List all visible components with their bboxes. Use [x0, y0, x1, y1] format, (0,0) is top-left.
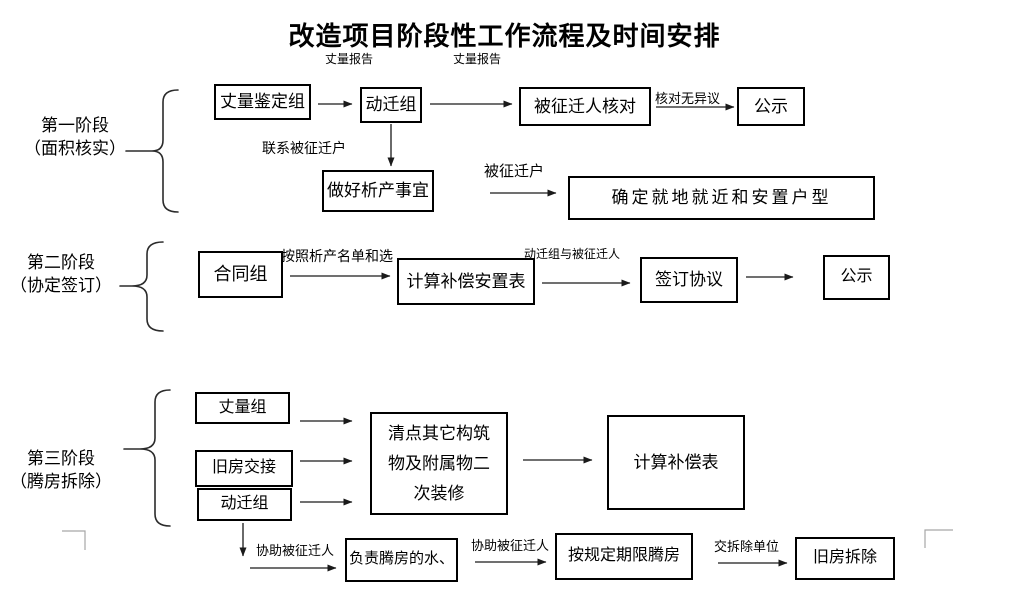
stage2-caption: 第二阶段 （协定签订） [5, 251, 117, 297]
flow-box-label: 签订协议 [655, 270, 723, 290]
flow-box-relocation-team-1: 动迁组 [360, 87, 422, 123]
stage3-name: 第三阶段 [27, 449, 95, 468]
flow-box-label: 丈量组 [218, 398, 267, 416]
label-expropriated-household: 被征迁户 [484, 164, 545, 180]
label-assist-persons-2: 协助被征迁人 [471, 538, 550, 553]
flow-box-contract-team: 合同组 [198, 251, 283, 298]
flow-box-old-house-demolition: 旧房拆除 [795, 537, 895, 580]
page-title: 改造项目阶段性工作流程及时间安排 [288, 22, 721, 51]
label-measurement-report-2: 丈量报告 [453, 52, 502, 66]
flow-box-determine-housing: 确定就地就近和安置户型 [568, 176, 875, 220]
flow-box-sign-agreement: 签订协议 [640, 257, 738, 303]
flow-box-vacate-deadline: 按规定期限腾房 [555, 533, 693, 580]
flow-box-label: 旧房交接 [211, 459, 276, 477]
flow-box-label: 做好析产事宜 [327, 181, 429, 201]
flow-box-label: 旧房拆除 [812, 549, 877, 567]
label-per-division-list: 按照析产名单和选 [281, 250, 393, 265]
label-contact-households: 联系被征迁户 [262, 142, 346, 157]
flow-box-label: 动迁组 [220, 495, 269, 513]
flow-box-property-division: 做好析产事宜 [322, 170, 434, 212]
stage2-sub: （协定签订） [10, 276, 112, 295]
stage1-caption: 第一阶段 （面积核实） [20, 114, 130, 160]
stage1-sub: （面积核实） [24, 139, 126, 158]
flow-box-label: 按规定期限腾房 [567, 547, 680, 565]
flow-box-publicity-1: 公示 [737, 87, 805, 126]
flow-box-label: 动迁组 [365, 95, 417, 115]
flow-box-old-house-handover: 旧房交接 [195, 450, 293, 487]
brace-stage3-icon [123, 389, 171, 527]
brace-stage2-icon [119, 241, 164, 332]
brace-stage1-icon [125, 89, 179, 213]
crop-mark-left-icon [62, 530, 86, 550]
flow-box-label: 合同组 [213, 264, 268, 285]
flow-box-inventory-structures: 清点其它构筑物及附属物二次装修 [370, 412, 508, 515]
flow-box-label: 计算补偿安置表 [406, 271, 526, 291]
flow-box-label: 丈量鉴定组 [220, 92, 305, 112]
flow-box-compensation-placement-table: 计算补偿安置表 [397, 258, 535, 305]
flow-box-measurement-team: 丈量组 [195, 392, 290, 424]
label-assist-persons-1: 协助被征迁人 [256, 543, 335, 558]
stage2-name: 第二阶段 [27, 253, 95, 272]
flow-box-label: 确定就地就近和安置户型 [611, 188, 832, 208]
flow-box-expropriated-person-check: 被征迁人核对 [519, 87, 651, 126]
label-check-no-objection: 核对无异议 [655, 91, 721, 106]
label-team-with-persons: 动迁组与被征迁人 [524, 247, 621, 261]
stage1-name: 第一阶段 [41, 116, 109, 135]
label-hand-to-demolition-unit: 交拆除单位 [714, 539, 780, 554]
flow-box-label: 公示 [754, 96, 788, 116]
label-measurement-report-1: 丈量报告 [325, 52, 374, 66]
flow-box-label: 被征迁人核对 [534, 96, 636, 116]
flow-box-relocation-team-2: 动迁组 [197, 488, 292, 521]
crop-mark-right-icon [924, 529, 953, 548]
flow-box-publicity-2: 公示 [823, 255, 890, 300]
flow-box-vacate-water: 负责腾房的水、 [345, 538, 458, 582]
stage3-caption: 第三阶段 （腾房拆除） [5, 447, 117, 493]
flow-box-measurement-appraisal-team: 丈量鉴定组 [214, 84, 311, 120]
flow-box-label: 清点其它构筑物及附属物二次装修 [388, 423, 490, 503]
flow-box-label: 计算补偿表 [633, 452, 719, 472]
flow-box-label: 公示 [840, 268, 873, 286]
flow-box-compensation-table: 计算补偿表 [607, 415, 745, 510]
stage3-sub: （腾房拆除） [10, 472, 112, 491]
flow-box-label: 负责腾房的水、 [348, 551, 454, 568]
